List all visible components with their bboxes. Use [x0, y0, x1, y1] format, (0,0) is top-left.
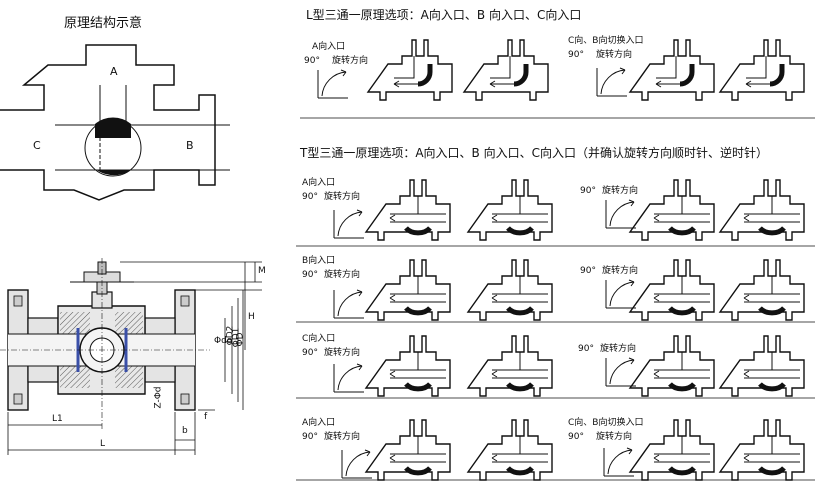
t-row1-right-rotation-label: 旋转方向 — [602, 186, 639, 196]
t-row3-inlet-label: C向入口 — [302, 334, 336, 344]
t-row1-inlet-label: A向入口 — [302, 178, 336, 188]
dim-l1-label: L1 — [52, 414, 63, 424]
dim-z-label: Z-Φd — [153, 386, 164, 409]
dim-b-label: b — [182, 426, 188, 436]
dim-m-label: M — [258, 266, 266, 276]
port-label-c: C — [33, 139, 41, 152]
dim-do-label: Φdo — [214, 336, 233, 346]
l-a-rotation-label: 旋转方向 — [332, 56, 369, 66]
l-cb-angle-label: 90° — [568, 50, 584, 60]
t-row4-angle-label: 90° — [302, 432, 318, 442]
dim-d-label: ΦD — [235, 332, 246, 347]
t-row4-right-rotation-label: 旋转方向 — [596, 432, 633, 442]
t-row2-right-rotation-label: 旋转方向 — [602, 266, 639, 276]
t-row1-rotation-label: 旋转方向 — [324, 192, 361, 202]
t-row1-angle-label: 90° — [302, 192, 318, 202]
t-row4-rotation-label: 旋转方向 — [324, 432, 361, 442]
t-row1-right-angle-label: 90° — [580, 186, 596, 196]
t-row2-rotation-label: 旋转方向 — [324, 270, 361, 280]
dimension-lines — [7, 261, 262, 455]
t-row2-angle-label: 90° — [302, 270, 318, 280]
l-cb-rotation-label: 旋转方向 — [596, 50, 633, 60]
t-section-title: T型三通一原理选项：A向入口、B 向入口、C向入口（并确认旋转方向顺时针、逆时针… — [300, 146, 768, 160]
l-cb-inlet-label: C向、B向切换入口 — [568, 36, 644, 46]
t-row4-inlet-label: A向入口 — [302, 418, 336, 428]
dim-h-label: H — [248, 312, 255, 322]
principle-title: 原理结构示意 — [64, 16, 143, 31]
dim-f-label: f — [204, 412, 208, 422]
dim-l-label: L — [100, 439, 106, 449]
t-row3-right-rotation-label: 旋转方向 — [600, 344, 637, 354]
l-a-inlet-label: A向入口 — [312, 42, 346, 52]
l-a-angle-label: 90° — [304, 56, 320, 66]
t-row4-right-inlet-label: C向、B向切换入口 — [568, 418, 644, 428]
t-row4-right-angle-label: 90° — [568, 432, 584, 442]
t-row2-right-angle-label: 90° — [580, 266, 596, 276]
port-label-b: B — [186, 139, 194, 152]
t-row3-angle-label: 90° — [302, 348, 318, 358]
t-row3-rotation-label: 旋转方向 — [324, 348, 361, 358]
principle-structure-drawing — [0, 44, 230, 201]
valve-section-drawing — [0, 258, 210, 430]
t-row2-inlet-label: B向入口 — [302, 256, 336, 266]
port-label-a: A — [110, 65, 118, 78]
t-row3-right-angle-label: 90° — [578, 344, 594, 354]
l-section-title: L型三通一原理选项：A向入口、B 向入口、C向入口 — [306, 8, 582, 22]
